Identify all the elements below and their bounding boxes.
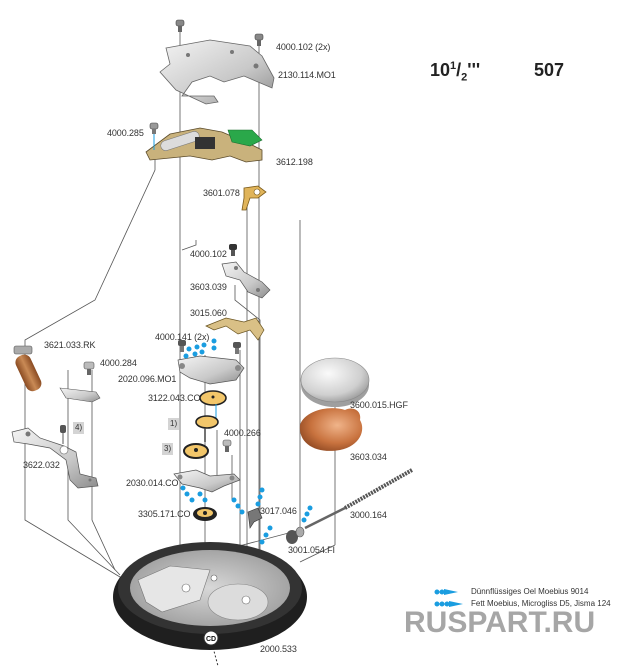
part-battery-plate xyxy=(11,427,99,489)
label-rotor: 3305.171.CO xyxy=(138,509,191,519)
label-battery-clamp: 3603.039 xyxy=(190,282,227,292)
label-mainplate: 2000.533 xyxy=(260,644,297,654)
legend-item-oil: Dünnflüssiges Oel Moebius 9014 xyxy=(471,587,588,596)
part-insulator xyxy=(299,408,363,451)
part-coil-module xyxy=(145,127,263,163)
part-contact-spring xyxy=(241,185,267,211)
label-setting-lever-spring: 3015.060 xyxy=(190,308,227,318)
label-screw-284: 4000.284 xyxy=(100,358,137,368)
part-setting-lever-spring xyxy=(205,317,265,341)
part-battery-spring xyxy=(13,345,101,403)
part-train-bridge xyxy=(177,355,245,385)
screw-4000-284 xyxy=(83,361,95,375)
part-battery xyxy=(300,357,370,407)
label-battery: 3600.015.HGF xyxy=(350,400,408,410)
screws-4000-141 xyxy=(178,340,241,354)
part-pin-step4 xyxy=(60,425,66,444)
label-battery-spring: 3621.033.RK xyxy=(44,340,96,350)
legend-item-grease: Fett Moebius, Microgliss D5, Jisma 124 xyxy=(471,599,611,608)
caliber-size-unit: ''' xyxy=(467,60,481,80)
label-screw-mid: 4000.102 xyxy=(190,249,227,259)
label-clutch: 3001.054.FI xyxy=(288,545,335,555)
caliber-size-denominator: 2 xyxy=(461,71,468,84)
part-rotor xyxy=(193,507,217,521)
mainplate-marker: CD xyxy=(206,636,216,643)
screw-4000-266 xyxy=(222,439,232,452)
label-train-bridge: 2020.096.MO1 xyxy=(118,374,177,384)
label-screw-coil: 4000.285 xyxy=(107,128,144,138)
label-lever: 3017.046 xyxy=(260,506,297,516)
legend-grease-symbol xyxy=(434,601,463,607)
part-mainplate xyxy=(113,542,307,650)
caliber-size-numerator: 1 xyxy=(450,60,457,72)
oil-markers-clutch xyxy=(301,505,313,523)
step-badge-3: 3) xyxy=(162,443,174,455)
screw-4000-285 xyxy=(149,122,159,150)
part-bridge-bottom xyxy=(173,469,241,493)
label-bridge-top: 2130.114.MO1 xyxy=(278,70,336,80)
part-stem xyxy=(304,468,413,530)
label-contact-spring: 3601.078 xyxy=(203,188,240,198)
step-badge-1: 1) xyxy=(168,418,180,430)
part-wheel-step1 xyxy=(195,415,219,442)
oil-markers-train xyxy=(183,338,217,359)
oil-markers-bridge xyxy=(180,485,208,503)
legend-oil-symbol xyxy=(434,589,458,595)
label-screw-top: 4000.102 (2x) xyxy=(276,42,331,52)
part-wheel-step3 xyxy=(183,443,209,459)
part-wheel-3122-043 xyxy=(199,390,227,406)
part-lever xyxy=(247,507,263,529)
label-coil-module: 3612.198 xyxy=(276,157,313,167)
part-battery-clamp xyxy=(221,261,271,299)
label-wheel: 3122.043.CO xyxy=(148,393,201,403)
legend-grease-text: Fett Moebius, Microgliss D5, Jisma 124 xyxy=(471,599,611,608)
caliber-size: 101/2''' xyxy=(430,60,481,84)
step-badge-4: 4) xyxy=(73,422,85,434)
screw-4000-102-top xyxy=(175,19,264,46)
legend-oil-text: Dünnflüssiges Oel Moebius 9014 xyxy=(471,587,589,596)
oil-markers-lever xyxy=(231,487,273,545)
label-stem: 3000.164 xyxy=(350,510,387,520)
caliber-size-whole: 10 xyxy=(430,60,451,80)
label-screws-train: 4000.141 (2x) xyxy=(155,332,210,342)
part-clutch xyxy=(286,526,305,544)
caliber-number: 507 xyxy=(534,60,565,80)
label-bridge-bottom: 2030.014.CO xyxy=(126,478,179,488)
part-bridge-top xyxy=(159,39,275,105)
label-insulator: 3603.034 xyxy=(350,452,387,462)
label-battery-plate: 3622.032 xyxy=(23,460,60,470)
label-screw-266: 4000.266 xyxy=(224,428,261,438)
watermark: RUSPART.RU xyxy=(404,606,596,639)
assembly-guide-lines xyxy=(24,30,336,581)
screw-4000-102-mid xyxy=(229,244,237,256)
